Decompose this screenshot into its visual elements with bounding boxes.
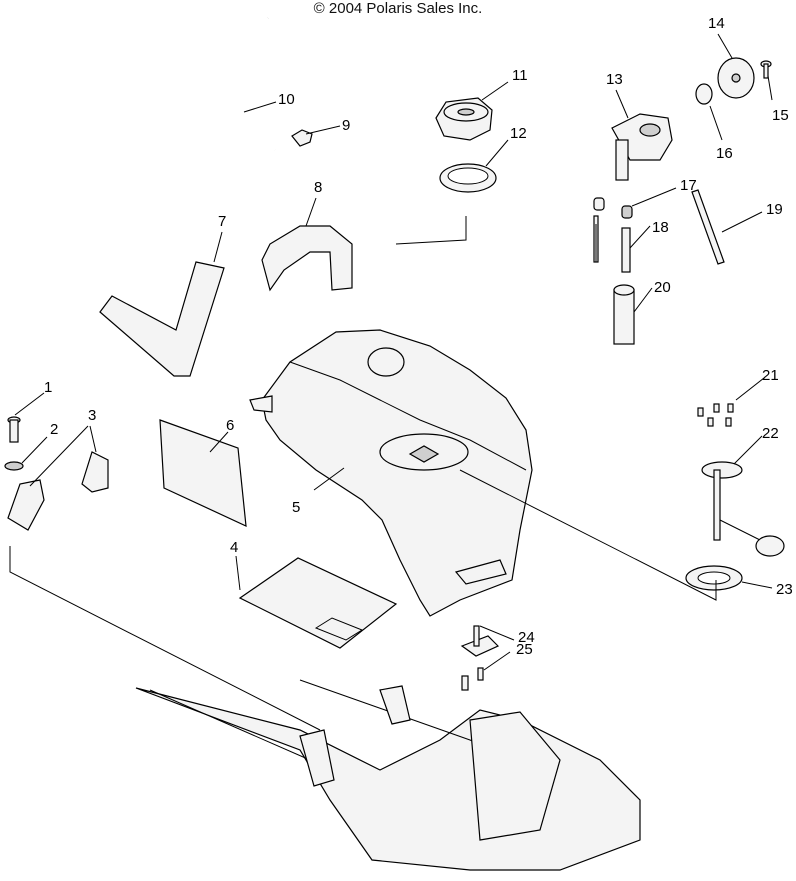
callout-4: 4 xyxy=(230,539,238,556)
part-2-washer xyxy=(4,461,24,471)
callout-21: 21 xyxy=(762,367,779,384)
callout-14: 14 xyxy=(708,15,725,32)
part-5-fuel-tank xyxy=(249,329,533,617)
callout-2: 2 xyxy=(50,421,58,438)
callout-12: 12 xyxy=(510,125,527,142)
part-17-caps xyxy=(593,197,633,219)
part-15-screw xyxy=(760,60,772,79)
part-10-vent-hose xyxy=(233,17,276,152)
part-18-fuel-lines xyxy=(593,215,631,273)
callout-7: 7 xyxy=(218,213,226,230)
callout-3: 3 xyxy=(88,407,96,424)
part-6-pad xyxy=(159,419,247,527)
part-12-cap-gasket xyxy=(439,163,497,193)
callout-1: 1 xyxy=(44,379,52,396)
callout-20: 20 xyxy=(654,279,671,296)
callout-11: 11 xyxy=(512,67,528,84)
part-9-hose-clip xyxy=(291,129,313,147)
part-19-strap xyxy=(691,189,725,265)
callout-8: 8 xyxy=(314,179,322,196)
part-25-fasteners xyxy=(461,667,484,691)
part-22-fuel-sender xyxy=(701,461,785,557)
part-8-elbow-hose xyxy=(261,225,353,292)
vehicle-frame xyxy=(135,679,641,871)
callout-18: 18 xyxy=(652,219,669,236)
callout-25: 25 xyxy=(516,641,533,658)
part-3-bracket xyxy=(7,451,109,531)
leader-lines xyxy=(9,33,773,731)
callout-15: 15 xyxy=(772,107,789,124)
callout-19: 19 xyxy=(766,201,783,218)
part-11-fuel-cap xyxy=(435,97,493,141)
part-21-screws xyxy=(697,403,734,427)
callout-labels: 1 2 3 4 5 6 7 8 9 10 11 12 13 14 15 16 1… xyxy=(44,15,793,658)
copyright-notice: © 2004 Polaris Sales Inc. xyxy=(313,0,483,17)
part-20-hose xyxy=(613,284,635,345)
part-14-valve-knob xyxy=(717,57,755,99)
part-24-bracket xyxy=(460,625,500,657)
callout-22: 22 xyxy=(762,425,779,442)
part-1-bolt xyxy=(7,416,21,443)
callout-16: 16 xyxy=(716,145,733,162)
callout-6: 6 xyxy=(226,417,234,434)
part-13-fuel-valve xyxy=(611,113,673,181)
callout-23: 23 xyxy=(776,581,793,598)
part-16-washer xyxy=(695,83,713,105)
callout-5: 5 xyxy=(292,499,300,516)
part-4-heat-shield xyxy=(238,557,398,649)
part-7-foam-pad xyxy=(99,261,225,377)
callout-9: 9 xyxy=(342,117,350,134)
callout-13: 13 xyxy=(606,71,623,88)
callout-10: 10 xyxy=(278,91,295,108)
callout-24: 24 xyxy=(518,629,535,646)
callout-17: 17 xyxy=(680,177,697,194)
part-23-gasket xyxy=(685,565,743,591)
